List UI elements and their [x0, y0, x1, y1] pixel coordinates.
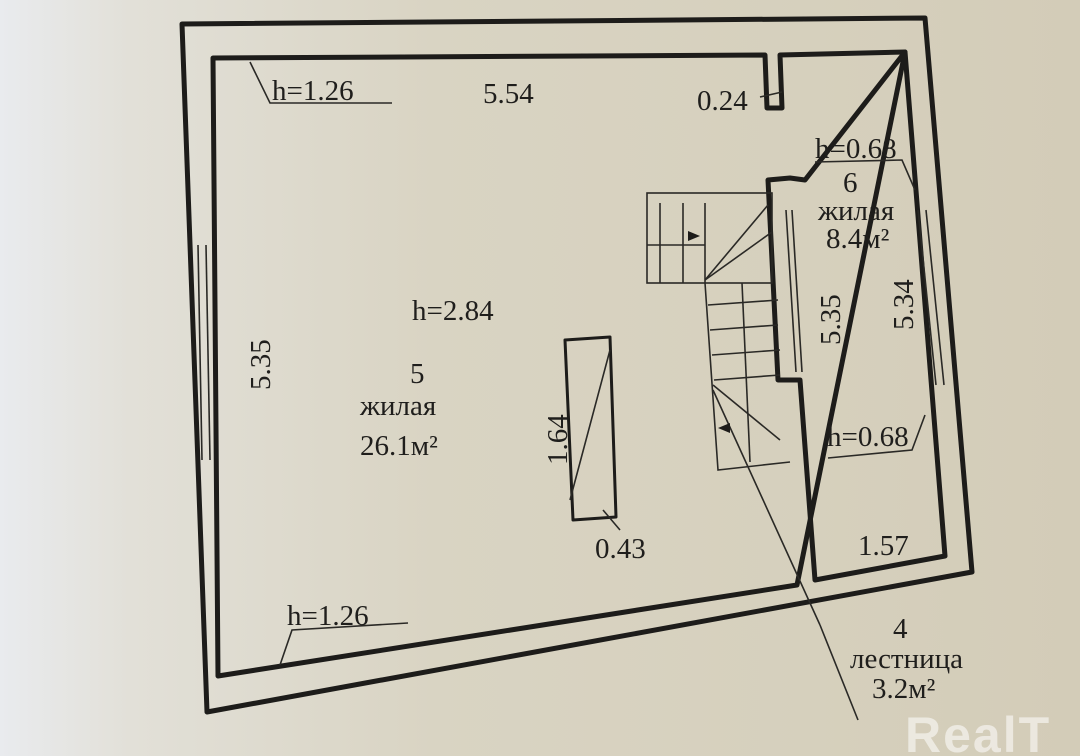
watermark-logo: RealT — [905, 707, 1051, 756]
room6-top-h-label: h=0.68 — [815, 133, 897, 165]
room4-type: лестница — [850, 643, 963, 675]
room5-type: жилая — [359, 390, 436, 422]
chimney-width-label: 0.43 — [595, 533, 646, 565]
room6-height-label: 5.35 — [815, 294, 847, 345]
room4-area: 3.2м² — [872, 673, 936, 705]
room4-number: 4 — [893, 613, 908, 645]
room5-number: 5 — [410, 358, 425, 390]
room6-area: 8.4м² — [826, 223, 890, 255]
room6-inner-wall — [765, 49, 948, 583]
top-width-label: 5.54 — [483, 78, 534, 110]
bottom-h-label: h=1.26 — [287, 600, 369, 632]
staircase — [646, 192, 859, 721]
room5-inner-wall — [210, 49, 908, 679]
outer-wall — [179, 15, 975, 715]
room6-type: жилая — [817, 195, 894, 227]
niche-label: 0.24 — [697, 85, 748, 117]
room6-bottom-h-label: h=0.68 — [827, 421, 909, 453]
room6-number: 6 — [843, 167, 858, 199]
chimney-length-label: 1.64 — [542, 414, 574, 465]
room6-height2-label: 5.34 — [888, 279, 920, 330]
room5-area: 26.1м² — [360, 430, 438, 462]
left-height-label: 5.35 — [245, 339, 277, 390]
chimney — [563, 335, 621, 531]
room5-h-label: h=2.84 — [412, 295, 494, 327]
windows — [197, 209, 945, 461]
room6-width-label: 1.57 — [858, 530, 909, 562]
leaders — [249, 61, 926, 666]
top-h-label: h=1.26 — [272, 75, 354, 107]
